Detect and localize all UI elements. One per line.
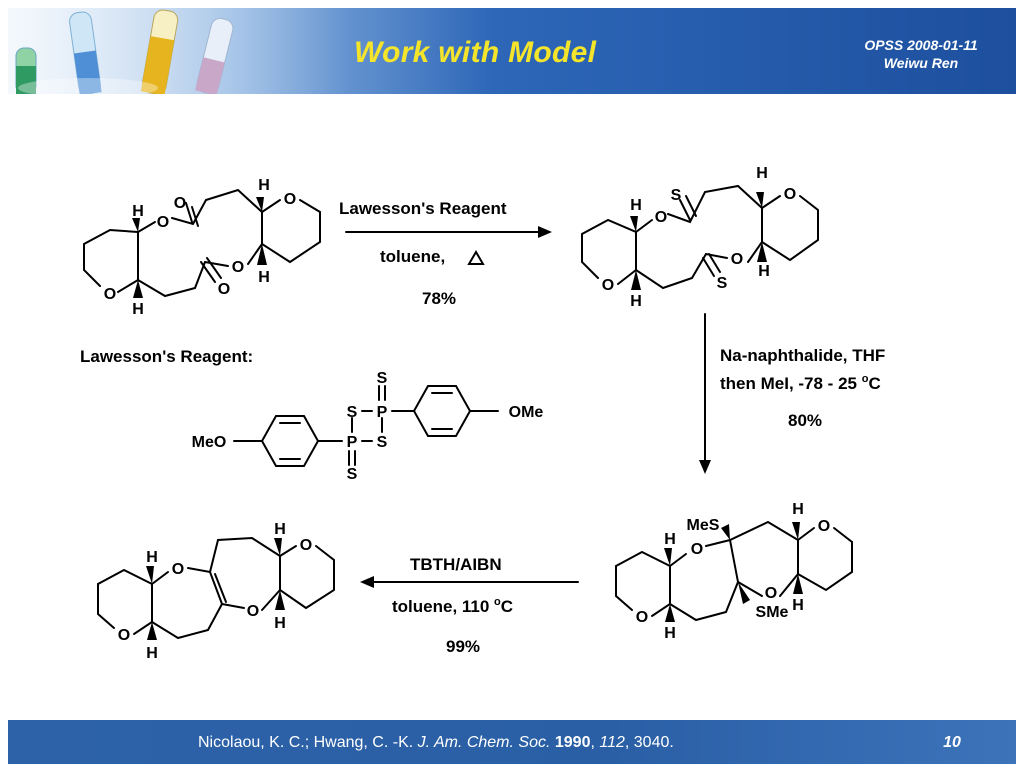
citation-journal: J. Am. Chem. Soc. [417,734,551,751]
presenter-name: Weiwu Ren [883,55,959,71]
dilactone-starting-material: O O O O O O H H H H [83,177,321,318]
lawesson-reagent-structure: S P S P S S OMe MeO [192,370,544,483]
slide-footer [8,720,1016,764]
product-ring-oxygen: O [300,537,312,554]
slide-meta: OPSS 2008-01-11 Weiwu Ren [846,36,996,72]
dilactone-ring-oxygen: O [284,191,296,208]
citation-volume: 112 [599,734,625,751]
product-enol-oxygen: O [172,561,184,578]
dithionolactone-intermediate: O O S S O O H H H H [581,165,819,310]
citation-year: 1990 [554,734,591,751]
methoxy-group-right: OMe [509,404,544,421]
ketal-oxygen: O [765,585,777,602]
citation-authors: Nicolaou, K. C.; Hwang, C. -K. [198,734,414,751]
ketal-oxygen: O [691,541,703,558]
dithiono-ring-oxygen: O [602,277,614,294]
dithiono-hydrogen: H [630,197,642,214]
methoxy-group-left: MeO [192,434,227,451]
bis-methylthio-intermediate: O O O O MeS SMe H H H H [615,501,853,642]
methylthio-group: MeS [687,517,720,534]
slide-title: Work with Model [354,36,597,69]
dithiono-ring-oxygen: O [784,186,796,203]
lawesson-sulfur: S [347,404,358,421]
dilactone-ester-oxygen: O [232,259,244,276]
dithiono-ester-oxygen: O [655,209,667,226]
product-hydrogen: H [146,549,158,566]
lawesson-phosphorus: P [377,404,388,421]
step2-line1: Na-naphthalide, THF [720,346,885,365]
lawesson-sulfur: S [377,434,388,451]
event-date: OPSS 2008-01-11 [864,37,978,53]
product-hydrogen: H [146,645,158,662]
product-enol-oxygen: O [247,603,259,620]
step1-conditions: toluene, [380,247,445,266]
step2-line2: then MeI, -78 - 25 oC [720,373,881,393]
step3-yield: 99% [446,637,480,656]
dilactone-hydrogen: H [132,301,144,318]
lawesson-sulfur: S [377,370,388,387]
page-number: 10 [943,734,961,751]
citation-pages: , 3040. [624,734,674,751]
dilactone-hydrogen: H [258,269,270,286]
dithiono-ester-oxygen: O [731,251,743,268]
ketal-hydrogen: H [792,597,804,614]
lawesson-reagent-label: Lawesson's Reagent: [80,347,253,366]
dithiono-hydrogen: H [756,165,768,182]
lawesson-phosphorus: P [347,434,358,451]
product-hydrogen: H [274,521,286,538]
ketal-hydrogen: H [664,531,676,548]
ketal-ring-oxygen: O [636,609,648,626]
dilactone-ester-oxygen: O [157,214,169,231]
literature-citation: Nicolaou, K. C.; Hwang, C. -K. J. Am. Ch… [198,734,674,751]
ketal-hydrogen: H [792,501,804,518]
product-ring-oxygen: O [118,627,130,644]
heat-icon [467,250,485,265]
dilactone-ring-oxygen: O [104,286,116,303]
ketal-hydrogen: H [664,625,676,642]
ketal-ring-oxygen: O [818,518,830,535]
methylthio-group: SMe [756,604,789,621]
dilactone-hydrogen: H [258,177,270,194]
step3-reagent: TBTH/AIBN [410,555,502,574]
dithiono-thione-sulfur: S [671,187,682,204]
tricyclic-enol-ether-product: O O O O H H H H [97,521,335,662]
step1-yield: 78% [422,289,456,308]
test-tubes-image [8,8,348,94]
product-hydrogen: H [274,615,286,632]
dithiono-hydrogen: H [758,263,770,280]
dithiono-thione-sulfur: S [717,275,728,292]
dilactone-hydrogen: H [132,203,144,220]
dilactone-carbonyl-oxygen: O [174,195,186,212]
lawesson-sulfur: S [347,466,358,483]
reaction-scheme: O O O O O O H H H H Lawesson's Reagent t… [80,165,885,662]
step3-conditions: toluene, 110 oC [392,596,513,616]
slide-header [8,8,1016,94]
dilactone-carbonyl-oxygen: O [218,281,230,298]
dithiono-hydrogen: H [630,293,642,310]
step2-yield: 80% [788,411,822,430]
step1-reagent: Lawesson's Reagent [339,199,507,218]
